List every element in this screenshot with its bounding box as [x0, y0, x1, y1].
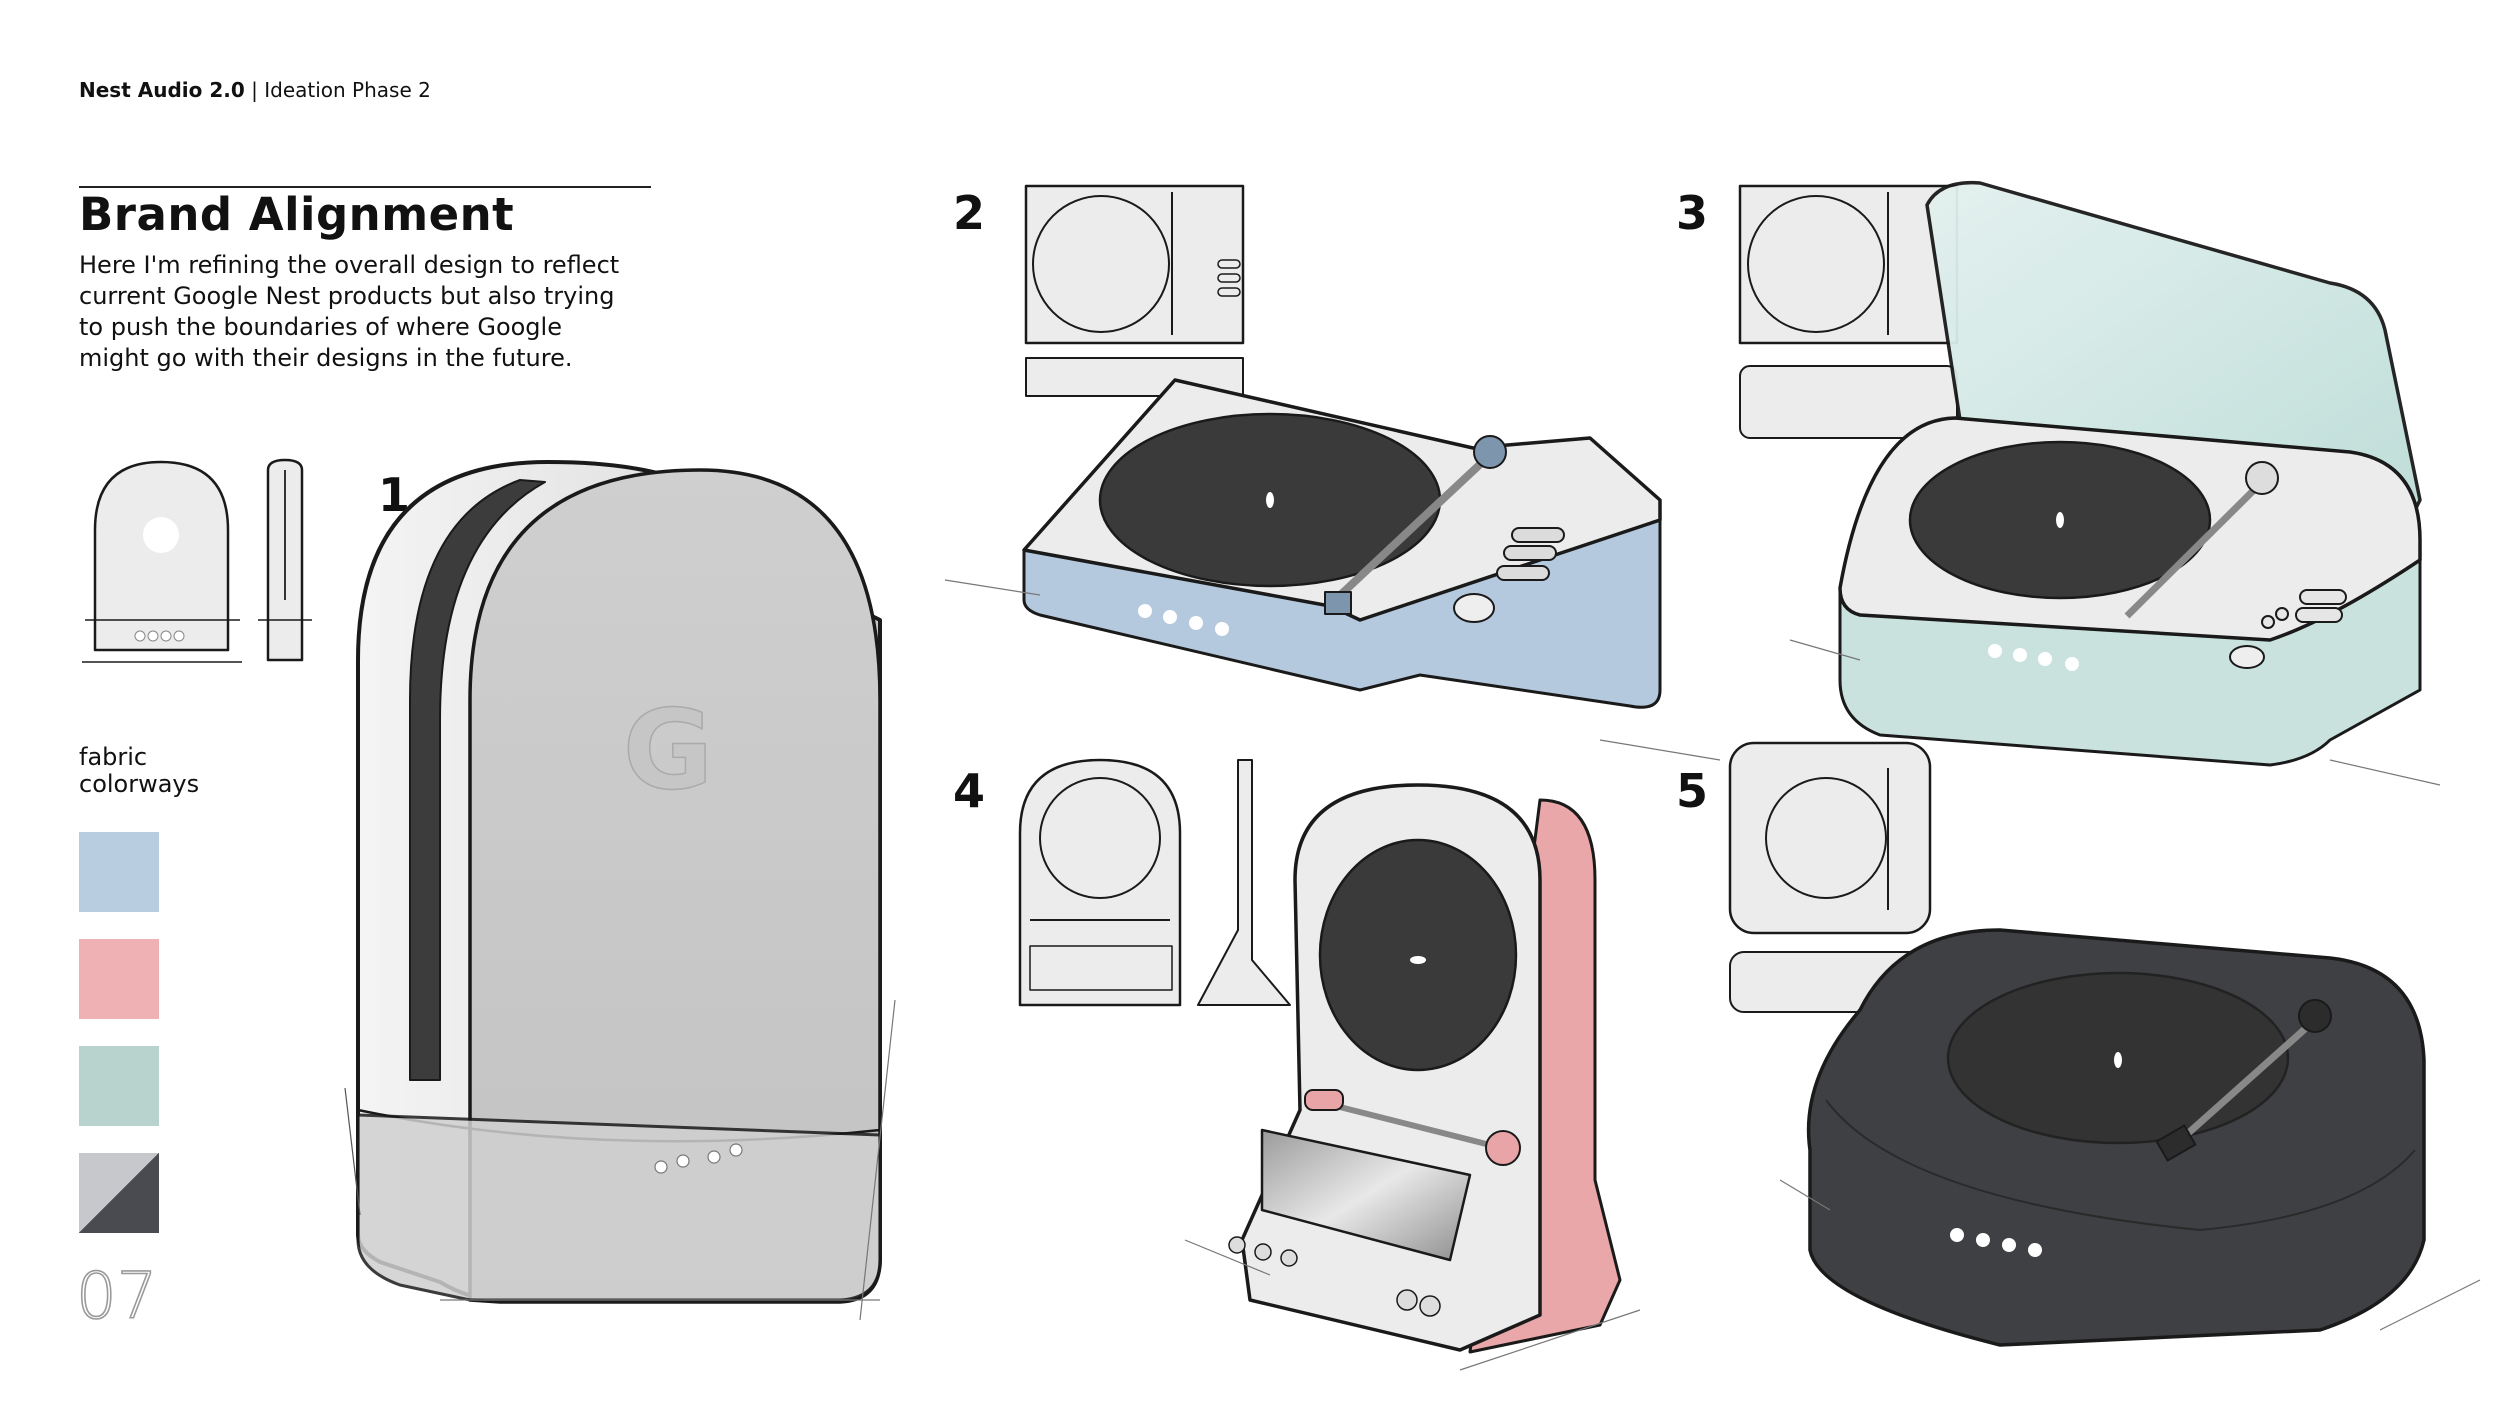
- page-header: Nest Audio 2.0 | Ideation Phase 2: [79, 78, 431, 102]
- fabric-label-line2: colorways: [79, 770, 200, 798]
- fabric-label-line1: fabric: [79, 743, 148, 771]
- svg-text:G: G: [623, 686, 713, 814]
- concept-3-number: 3: [1676, 186, 1709, 240]
- concept-5-number: 5: [1676, 764, 1709, 818]
- concept-2-sketch: [944, 184, 1721, 761]
- project-name: Nest Audio 2.0: [79, 78, 245, 102]
- fabric-label: fabric colorways: [79, 744, 199, 798]
- concept-4-sketch: [1018, 758, 1641, 1371]
- concept-4-number: 4: [953, 764, 986, 818]
- concept-2-number: 2: [953, 186, 986, 240]
- page-number: 07: [75, 1259, 158, 1335]
- swatch-mint: [79, 1046, 159, 1126]
- concept-1-sketch: G: [82, 458, 896, 1321]
- swatch-pink: [79, 939, 159, 1019]
- concept-5-sketch: [1728, 741, 2481, 1347]
- swatch-blue: [79, 832, 159, 912]
- section-title: Brand Alignment: [79, 188, 515, 241]
- section-description: Here I'm refining the overall design to …: [79, 251, 620, 372]
- swatch-charcoal: [79, 1153, 159, 1233]
- title-rule: [79, 186, 651, 188]
- phase-label: Ideation Phase 2: [264, 78, 431, 102]
- concept-3-sketch: [1738, 180, 2441, 786]
- header-separator: |: [244, 78, 265, 102]
